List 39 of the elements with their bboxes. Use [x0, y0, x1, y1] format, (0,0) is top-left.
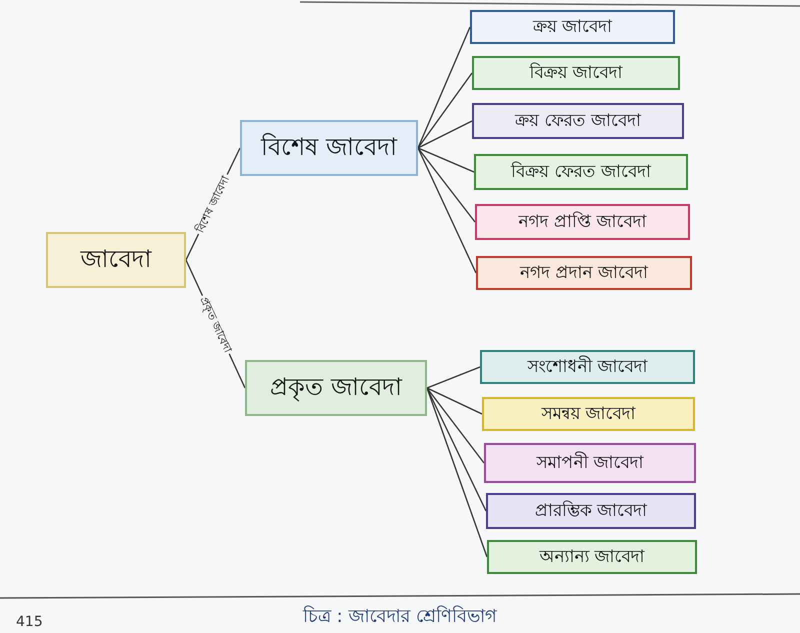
category-box: [245, 360, 427, 416]
connector-line: [418, 147, 474, 173]
category-box: [475, 204, 690, 240]
box-text: সমন্বয় জাবেদা: [541, 403, 636, 426]
connector-line: [426, 388, 485, 464]
box-text: অন্যান্য জাবেদা: [539, 546, 645, 569]
category-box: [482, 397, 695, 431]
connector-line: [426, 387, 482, 415]
category-box: [487, 540, 697, 574]
box-text: নগদ প্রদান জাবেদা: [520, 262, 648, 285]
category-box: [480, 350, 695, 384]
box-text: ক্রয় ফেরত জাবেদা: [515, 110, 641, 133]
box-text: বিশেষ জাবেদা: [261, 132, 397, 163]
connector-line: [417, 26, 471, 148]
category-box: [474, 154, 688, 190]
category-box: [470, 10, 675, 44]
category-box: [472, 103, 684, 139]
category-box: [240, 120, 418, 176]
connector-line: [418, 120, 472, 149]
box-text: প্রারম্ভিক জাবেদা: [534, 500, 648, 523]
page-number: 415: [16, 614, 43, 630]
category-box: [484, 443, 696, 483]
box-text: জাবেদা: [80, 244, 152, 275]
box-text: নগদ প্রাপ্তি জাবেদা: [518, 210, 646, 234]
category-box: [472, 56, 680, 90]
category-box: [476, 256, 692, 290]
box-text: প্রকৃত জাবেদা: [270, 372, 402, 404]
box-text: সমাপনী জাবেদা: [536, 450, 644, 475]
box-text: বিক্রয় জাবেদা: [529, 62, 623, 85]
box-text: বিক্রয় ফেরত জাবেদা: [511, 160, 651, 184]
box-text: ক্রয় জাবেদা: [532, 16, 612, 39]
category-box: [46, 232, 186, 288]
box-text: সংশোধনী জাবেদা: [527, 354, 648, 379]
connector-line: [417, 148, 477, 274]
connector-line: [417, 148, 476, 222]
category-box: [486, 493, 696, 529]
figure-caption: চিত্র : জাবেদার শ্রেণিবিভাগ: [302, 604, 498, 629]
connector-line: [426, 366, 480, 389]
connector-line: [417, 72, 473, 148]
